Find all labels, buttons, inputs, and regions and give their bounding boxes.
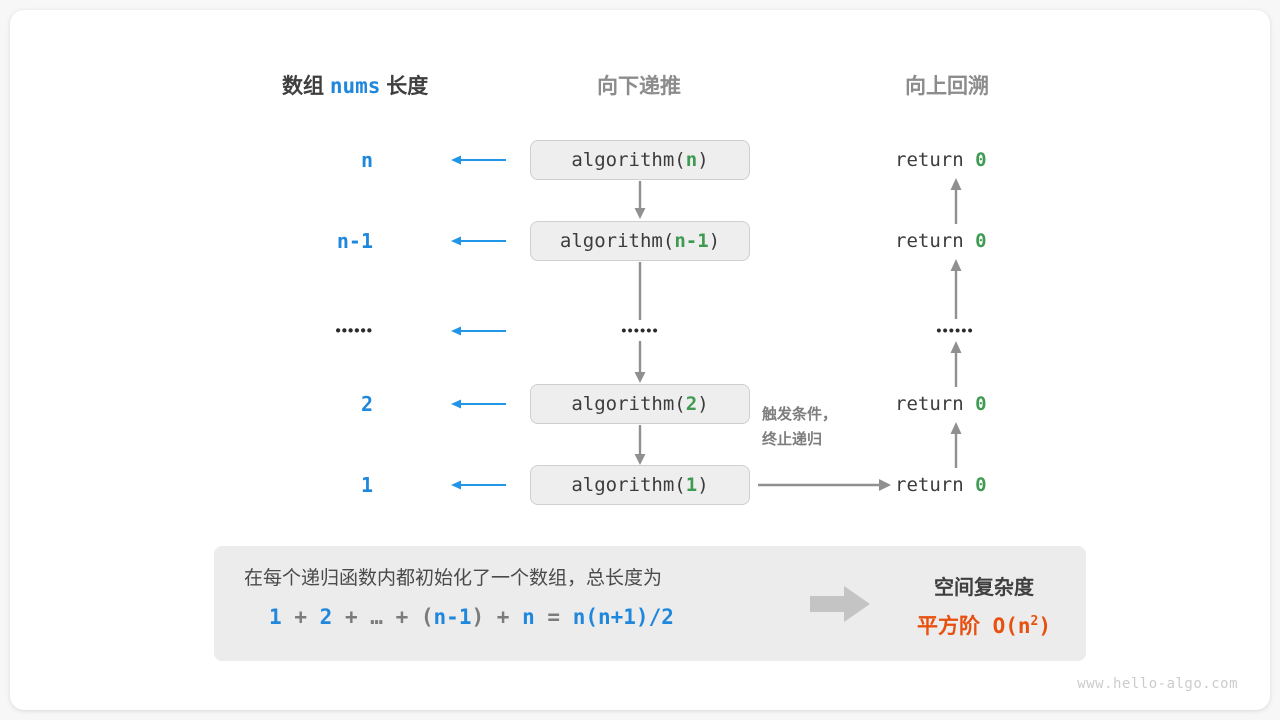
up-arrow-icon bbox=[946, 259, 966, 319]
base-case-note-line2: 终止递归 bbox=[762, 431, 823, 448]
blue-left-arrow-icon bbox=[450, 397, 508, 411]
return-keyword: return bbox=[895, 474, 964, 496]
column-header-array-length: 数组 nums 长度 bbox=[282, 70, 428, 100]
call-name: algorithm bbox=[559, 230, 663, 252]
down-arrow-icon bbox=[630, 341, 650, 384]
return-value: 0 bbox=[975, 230, 987, 252]
formula-term-3: n-1 bbox=[433, 605, 472, 629]
complexity-order-cn: 平方阶 bbox=[916, 615, 980, 638]
call-box: algorithm(n) bbox=[530, 140, 750, 180]
summary-panel: 在每个递归函数内都初始化了一个数组，总长度为 1 + 2 + … + (n-1)… bbox=[214, 546, 1086, 661]
formula-term-2: 2 bbox=[319, 605, 333, 629]
watermark: www.hello-algo.com bbox=[1077, 676, 1238, 692]
call-box: algorithm(n-1) bbox=[530, 221, 750, 261]
return-statement: return 0 bbox=[895, 474, 987, 496]
complexity-title: 空间复杂度 bbox=[934, 577, 1034, 599]
header-left-prefix: 数组 bbox=[282, 75, 324, 98]
return-keyword: return bbox=[895, 393, 964, 415]
complexity-close-paren: ) bbox=[1038, 614, 1052, 638]
diagram-card: 数组 nums 长度 向下递推 向上回溯 n algorithm(n) retu… bbox=[10, 10, 1270, 710]
formula-term-4: n bbox=[522, 605, 535, 629]
call-name: algorithm bbox=[571, 474, 675, 496]
return-keyword: return bbox=[895, 230, 964, 252]
header-left-token: nums bbox=[329, 74, 381, 98]
base-case-note: 触发条件， 终止递归 bbox=[762, 402, 882, 452]
length-label: 1 bbox=[360, 473, 373, 497]
call-ellipsis: •••••• bbox=[621, 322, 659, 340]
return-value: 0 bbox=[975, 393, 987, 415]
return-statement: return 0 bbox=[895, 149, 987, 171]
summary-formula: 1 + 2 + … + (n-1) + n = n(n+1)/2 bbox=[269, 605, 674, 629]
formula-op-1: + bbox=[294, 605, 307, 629]
return-keyword: return bbox=[895, 149, 964, 171]
down-arrow-icon bbox=[630, 425, 650, 466]
column-header-recurse-down: 向下递推 bbox=[597, 75, 681, 98]
base-case-arrow-icon bbox=[758, 475, 892, 495]
blue-left-arrow-icon bbox=[450, 234, 508, 248]
formula-ellipsis: … bbox=[370, 605, 383, 629]
formula-result: n(n+1)/2 bbox=[572, 605, 674, 629]
up-arrow-icon bbox=[946, 341, 966, 387]
complexity-exponent: 2 bbox=[1030, 614, 1039, 629]
call-arg: 2 bbox=[685, 393, 698, 415]
complexity-big-o: O(n bbox=[992, 614, 1031, 638]
length-label-ellipsis: •••••• bbox=[335, 322, 373, 340]
formula-op-4: + bbox=[496, 605, 510, 629]
formula-paren-open: ( bbox=[420, 605, 434, 629]
call-name: algorithm bbox=[571, 149, 675, 171]
column-header-return-up: 向上回溯 bbox=[905, 75, 989, 98]
call-arg: n-1 bbox=[674, 230, 709, 252]
header-left-suffix: 长度 bbox=[386, 75, 429, 98]
call-box: algorithm(2) bbox=[530, 384, 750, 424]
summary-description: 在每个递归函数内都初始化了一个数组，总长度为 bbox=[244, 568, 663, 589]
formula-equals: = bbox=[547, 605, 561, 629]
call-name: algorithm bbox=[571, 393, 675, 415]
call-arg: n bbox=[685, 149, 698, 171]
formula-paren-close: ) bbox=[471, 605, 485, 629]
length-label: n-1 bbox=[336, 229, 373, 253]
down-arrow-icon bbox=[630, 181, 650, 220]
up-arrow-icon bbox=[946, 178, 966, 224]
return-statement: return 0 bbox=[895, 393, 987, 415]
up-arrow-icon bbox=[946, 422, 966, 468]
down-arrow-icon bbox=[630, 262, 650, 320]
base-case-note-line1: 触发条件， bbox=[762, 406, 838, 423]
blue-left-arrow-icon bbox=[450, 324, 508, 338]
formula-op-2: + bbox=[344, 605, 358, 629]
length-label: n bbox=[360, 148, 373, 172]
call-box: algorithm(1) bbox=[530, 465, 750, 505]
length-label: 2 bbox=[360, 392, 373, 416]
return-statement: return 0 bbox=[895, 230, 987, 252]
implication-arrow-icon bbox=[810, 584, 872, 624]
formula-term-1: 1 bbox=[269, 605, 282, 629]
return-value: 0 bbox=[975, 149, 987, 171]
blue-left-arrow-icon bbox=[450, 153, 508, 167]
formula-op-3: + bbox=[395, 605, 409, 629]
return-ellipsis: •••••• bbox=[936, 322, 974, 340]
call-arg: 1 bbox=[685, 474, 698, 496]
blue-left-arrow-icon bbox=[450, 478, 508, 492]
complexity-value: 平方阶 O(n2) bbox=[894, 610, 1074, 640]
return-value: 0 bbox=[975, 474, 987, 496]
